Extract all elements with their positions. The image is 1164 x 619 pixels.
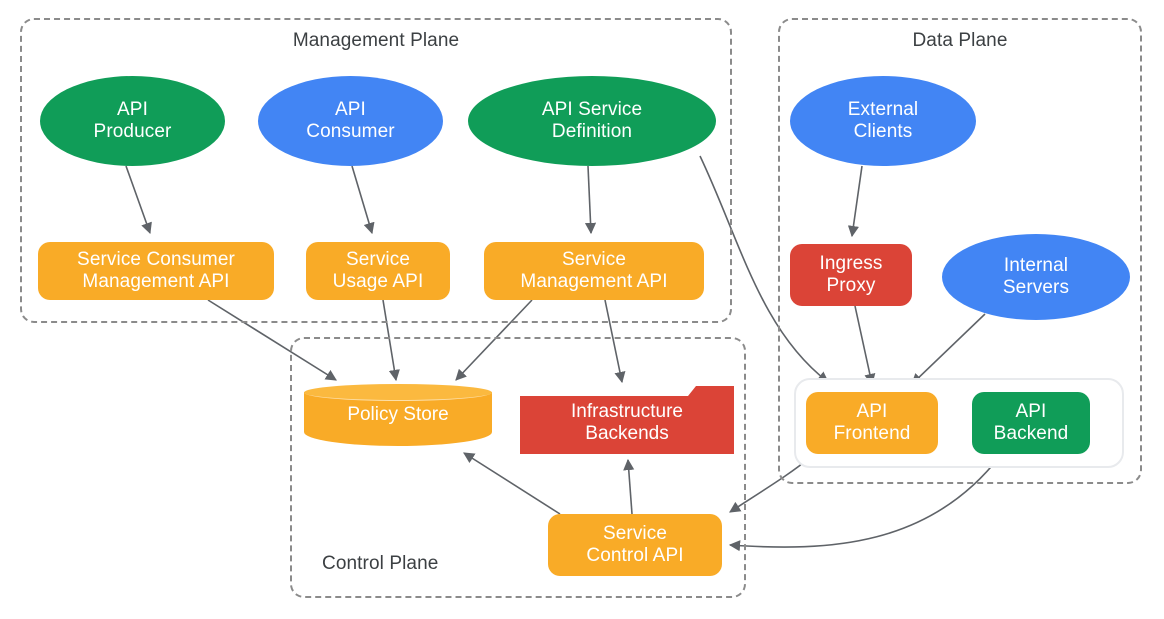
node-external-clients[interactable]: External Clients bbox=[790, 76, 976, 166]
node-service-control-api[interactable]: Service Control API bbox=[548, 514, 722, 576]
node-service-consumer-management-api[interactable]: Service Consumer Management API bbox=[38, 242, 274, 300]
node-api-consumer[interactable]: API Consumer bbox=[258, 76, 443, 166]
group-data-plane bbox=[778, 18, 1142, 484]
node-policy-store[interactable]: Policy Store bbox=[304, 384, 492, 446]
node-infrastructure-backends[interactable]: Infrastructure Backends bbox=[520, 386, 734, 454]
policy-store-cylinder-top bbox=[304, 384, 492, 401]
node-service-management-api[interactable]: Service Management API bbox=[484, 242, 704, 300]
group-management-plane bbox=[20, 18, 732, 323]
node-service-usage-api[interactable]: Service Usage API bbox=[306, 242, 450, 300]
node-internal-servers[interactable]: Internal Servers bbox=[942, 234, 1130, 320]
group-control-plane bbox=[290, 337, 746, 598]
group-data-plane-label: Data Plane bbox=[912, 30, 1008, 51]
node-api-backend[interactable]: API Backend bbox=[972, 392, 1090, 454]
group-management-plane-label: Management Plane bbox=[292, 30, 460, 51]
node-api-producer[interactable]: API Producer bbox=[40, 76, 225, 166]
policy-store-cylinder-body bbox=[304, 392, 492, 446]
policy-store-label: Policy Store bbox=[347, 404, 449, 425]
infrastructure-backends-label: Infrastructure Backends bbox=[571, 400, 683, 444]
node-api-frontend[interactable]: API Frontend bbox=[806, 392, 938, 454]
group-control-plane-label: Control Plane bbox=[322, 553, 439, 574]
node-ingress-proxy[interactable]: Ingress Proxy bbox=[790, 244, 912, 306]
node-api-service-definition[interactable]: API Service Definition bbox=[468, 76, 716, 166]
folder-shape bbox=[520, 386, 734, 454]
